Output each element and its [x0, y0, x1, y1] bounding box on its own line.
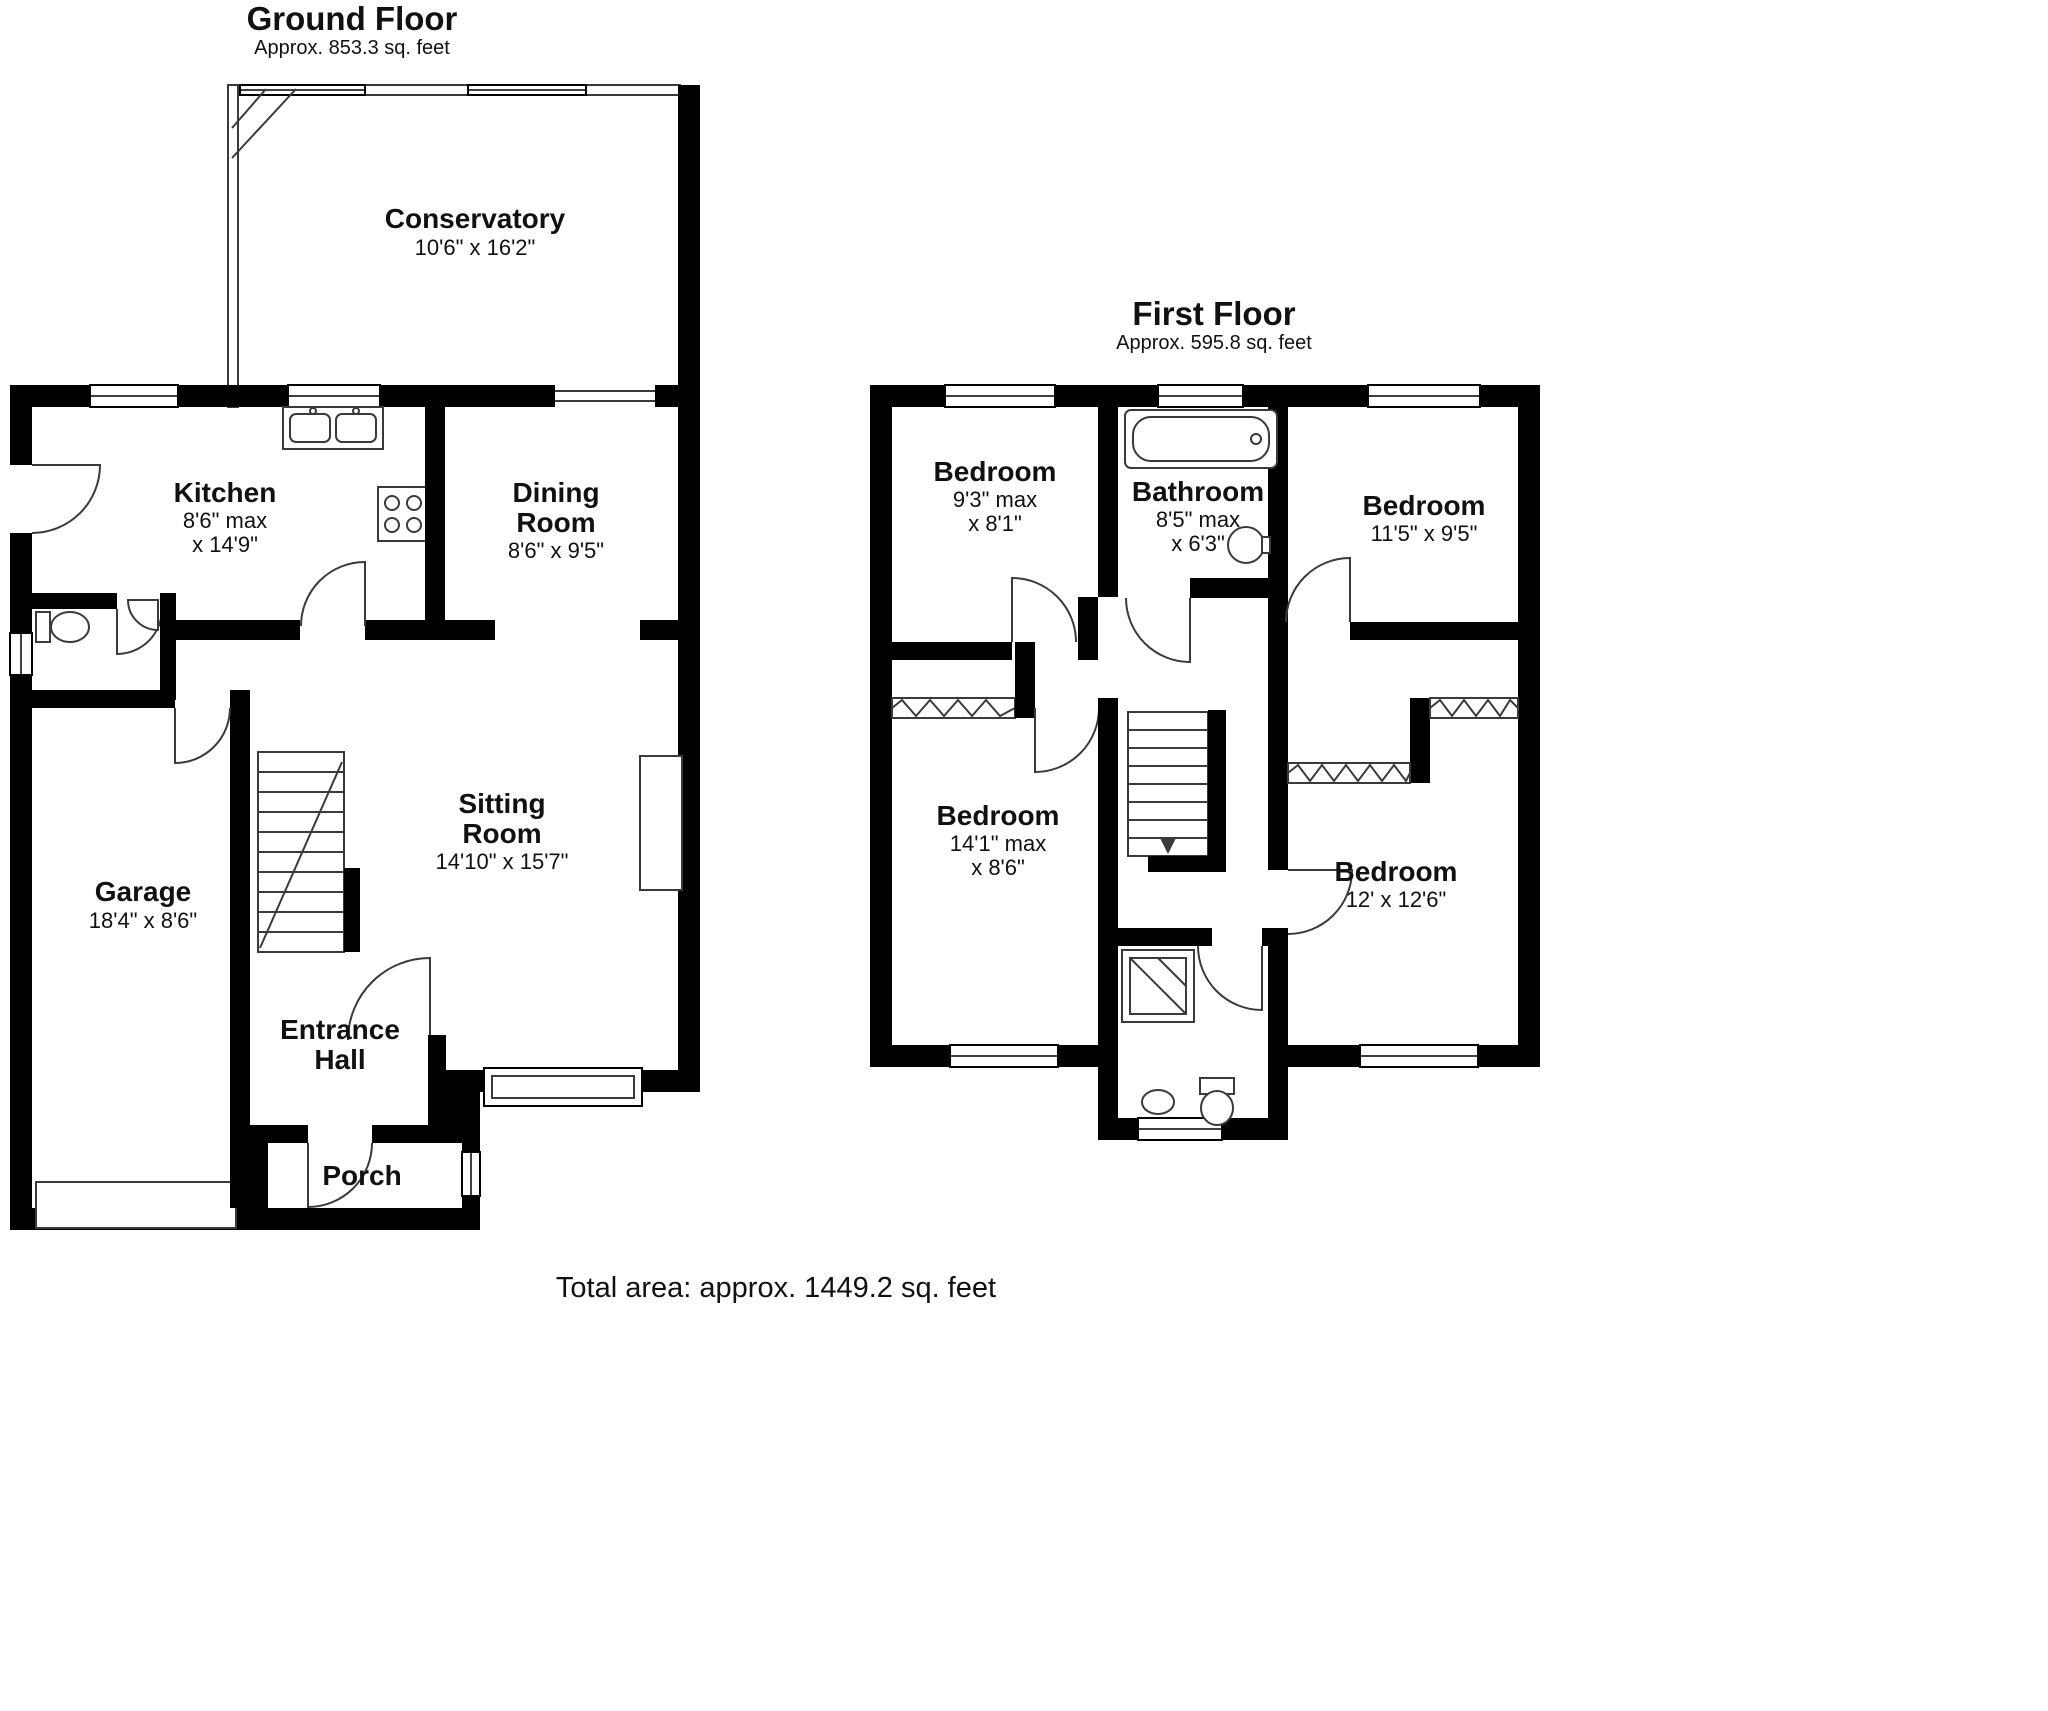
first-floor-subtitle: Approx. 595.8 sq. feet	[1116, 332, 1312, 354]
room-dims-bedroom-bottom-right: 12' x 12'6"	[1345, 887, 1447, 912]
door-icon	[347, 956, 431, 1041]
room-dims-garage: 18'4" x 8'6"	[88, 908, 198, 933]
room-dims-bedroom-top-right: 11'5" x 9'5"	[1370, 521, 1478, 546]
door-icon	[31, 464, 102, 534]
stairs-first-floor	[1127, 711, 1209, 857]
room-dims-kitchen-1: 8'6" max	[182, 508, 268, 533]
hob-icon	[377, 486, 429, 542]
window	[287, 384, 381, 408]
window	[1157, 384, 1244, 408]
room-label-kitchen: Kitchen	[173, 477, 277, 508]
room-label-entrance-hall-2: Hall	[314, 1044, 366, 1075]
room-label-bedroom-top-left: Bedroom	[933, 456, 1057, 487]
room-dims-bedroom-bottom-left-1: 14'1" max	[949, 831, 1047, 856]
door-icon	[174, 707, 231, 765]
total-area-text: Total area: approx. 1449.2 sq. feet	[555, 1272, 997, 1304]
shower-icon	[1121, 949, 1195, 1023]
first-floor-title: First Floor	[1132, 295, 1296, 332]
conservatory-walls	[227, 84, 700, 408]
room-dims-kitchen-2: x 14'9"	[192, 532, 258, 557]
garage-door	[35, 1181, 237, 1229]
door-icon	[1034, 707, 1100, 774]
kitchen-sink-icon	[282, 406, 384, 450]
sink-icon	[1141, 1089, 1175, 1115]
room-label-dining-1: Dining	[512, 477, 600, 508]
room-label-bathroom: Bathroom	[1131, 476, 1265, 507]
door-icon	[1287, 869, 1354, 935]
room-label-sitting-1: Sitting	[458, 788, 546, 819]
window	[1137, 1117, 1223, 1141]
room-label-porch: Porch	[322, 1160, 402, 1191]
alcove	[639, 755, 683, 891]
room-label-entrance-hall-1: Entrance	[280, 1014, 400, 1045]
window	[461, 1151, 481, 1197]
window	[1367, 384, 1481, 408]
room-dims-bathroom-1: 8'5" max	[1155, 507, 1241, 532]
wardrobe	[891, 697, 1016, 719]
room-label-dining-2: Room	[516, 507, 596, 538]
ground-floor-title: Ground Floor	[246, 0, 458, 37]
window	[944, 384, 1056, 408]
room-label-bedroom-bottom-left: Bedroom	[936, 800, 1060, 831]
room-label-sitting-2: Room	[462, 818, 542, 849]
first-floor-plan	[870, 384, 1540, 1141]
door-icon	[1011, 576, 1077, 643]
toilet-icon	[35, 611, 90, 643]
room-label-bedroom-top-right: Bedroom	[1362, 490, 1486, 521]
room-dims-bedroom-top-left-2: x 8'1"	[968, 511, 1022, 536]
wardrobe	[1287, 762, 1411, 784]
window	[1359, 1044, 1479, 1068]
door-icon	[1125, 597, 1191, 664]
window	[89, 384, 179, 408]
bathroom-sink-icon	[1227, 526, 1271, 564]
patio-door	[555, 390, 655, 402]
room-label-garage: Garage	[94, 876, 192, 907]
room-dims-bedroom-top-left-1: 9'3" max	[952, 487, 1038, 512]
room-dims-bathroom-2: x 6'3"	[1171, 531, 1225, 556]
room-dims-sitting: 14'10" x 15'7"	[435, 849, 569, 874]
room-dims-dining: 8'6" x 9'5"	[507, 538, 605, 563]
bathtub-icon	[1124, 409, 1278, 469]
toilet-icon	[1199, 1077, 1235, 1126]
door-icon	[1285, 556, 1351, 623]
ground-floor-subtitle: Approx. 853.3 sq. feet	[254, 37, 450, 59]
door-icon	[1197, 945, 1263, 1012]
wardrobe	[1429, 697, 1519, 719]
door-icon	[307, 1142, 373, 1209]
room-dims-conservatory: 10'6" x 16'2"	[414, 235, 536, 260]
room-label-bedroom-bottom-right: Bedroom	[1334, 856, 1458, 887]
room-label-conservatory: Conservatory	[384, 203, 566, 234]
window	[9, 632, 33, 676]
sink-icon	[126, 599, 159, 632]
door-icon	[300, 560, 366, 627]
window	[949, 1044, 1059, 1068]
room-dims-bedroom-bottom-left-2: x 8'6"	[971, 855, 1025, 880]
ground-floor-plan	[9, 84, 700, 1230]
stairs-ground-floor	[257, 751, 345, 953]
bay-window	[483, 1067, 643, 1107]
